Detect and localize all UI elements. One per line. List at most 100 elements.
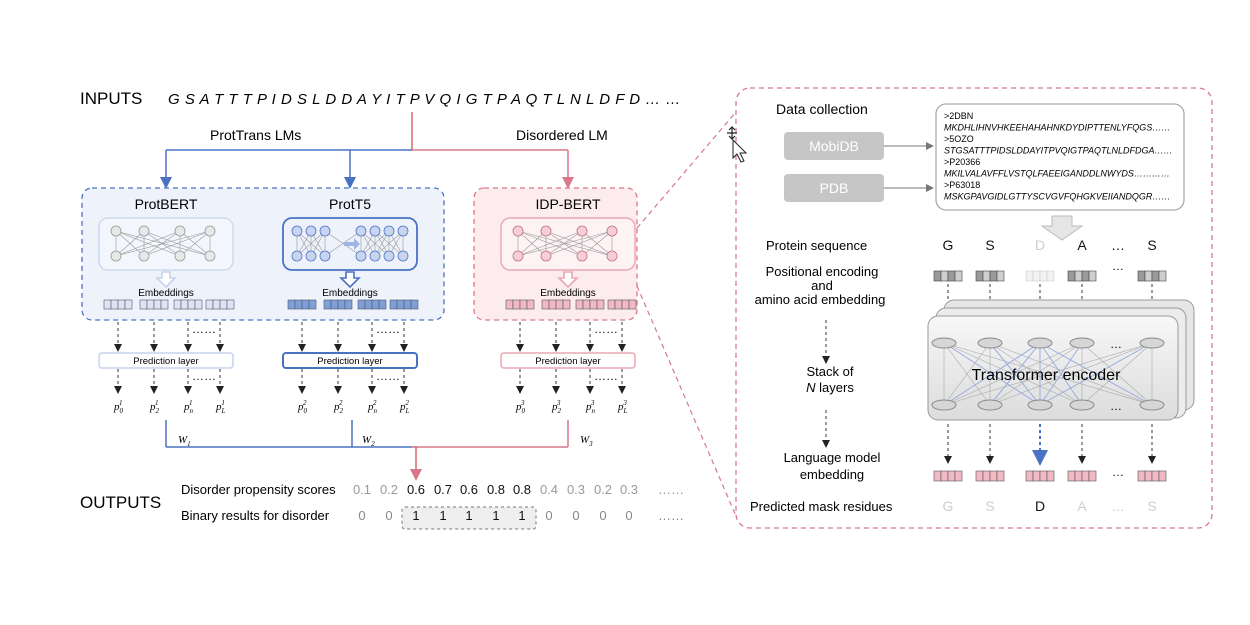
embeddings-label: Embeddings	[540, 288, 596, 299]
network-graph	[512, 225, 618, 262]
prottrans-label: ProtTrans LMs	[210, 127, 301, 143]
encoder-node	[1139, 399, 1165, 411]
score-value: 0.6	[407, 482, 425, 497]
score-value: 0.4	[540, 482, 558, 497]
score-value: 0.2	[594, 482, 612, 497]
fasta-sequence: MKILVALAVFFLVSTQLFAEEIGANDDLNWYDS…………	[944, 169, 1170, 179]
mouse-cursor-icon	[727, 126, 748, 163]
encoder-node	[1027, 337, 1053, 349]
ensemble-lines	[165, 420, 569, 481]
source-pdb: PDB	[784, 174, 884, 202]
predicted-residue: …	[1111, 498, 1125, 514]
protein-residue: S	[985, 237, 994, 253]
binary-value: 0	[545, 508, 552, 523]
encoder-node	[977, 337, 1003, 349]
mobidb-label: MobiDB	[809, 138, 859, 154]
embedding-token	[541, 299, 571, 310]
embedding-token	[323, 299, 353, 310]
encoder-node	[931, 399, 957, 411]
ellipsis: …	[1112, 259, 1124, 273]
network-node	[606, 250, 618, 262]
fasta-header: >P20366	[944, 157, 980, 167]
binary-value: 1	[492, 508, 499, 523]
predicted-residue: S	[985, 498, 994, 514]
data-collection-label: Data collection	[776, 101, 868, 117]
detail-panel	[735, 87, 1213, 529]
fasta-header: >5OZO	[944, 134, 974, 144]
network-node	[540, 225, 552, 237]
protein-residue: D	[1035, 237, 1045, 253]
prob-output: pL1	[215, 399, 226, 415]
ellipsis: …	[1112, 465, 1124, 479]
network-node	[397, 250, 409, 262]
binary-label: Binary results for disorder	[181, 508, 330, 523]
positional-token	[975, 270, 1005, 282]
disordered-region-box	[401, 506, 537, 530]
score-value: 0.8	[513, 482, 531, 497]
network-node	[110, 250, 122, 262]
binary-value: 1	[465, 508, 472, 523]
encoder-node	[1027, 399, 1053, 411]
scores-label: Disorder propensity scores	[181, 482, 336, 497]
fasta-header: >2DBN	[944, 111, 973, 121]
binary-value: 0	[625, 508, 632, 523]
binary-value: 0	[358, 508, 365, 523]
protein-sequence-label: Protein sequence	[766, 238, 867, 253]
pos-enc-label-2: and	[811, 278, 833, 293]
fasta-header: >P63018	[944, 180, 980, 190]
prediction-layer	[282, 352, 418, 369]
score-value: 0.8	[487, 482, 505, 497]
lm-embedding-token	[933, 470, 963, 482]
weight-label: W1	[178, 434, 191, 448]
branch-connectors	[160, 112, 574, 189]
network-node	[355, 250, 367, 262]
embedding-token	[505, 299, 535, 310]
score-value: 0.3	[567, 482, 585, 497]
prob-output: pn3	[585, 399, 596, 415]
lm-embed-label-2: embedding	[800, 467, 864, 482]
score-value: ……	[658, 482, 684, 497]
prediction-layer-label: Prediction layer	[317, 356, 382, 367]
network-node	[355, 225, 367, 237]
fasta-sequence: STGSATTTPIDSLDDAYITPVQIGTPAQTLNLDFDGA……	[944, 146, 1173, 156]
outputs-label: OUTPUTS	[80, 493, 161, 512]
embedding-token	[287, 299, 317, 310]
network-node	[383, 250, 395, 262]
network-node	[606, 225, 618, 237]
network-node	[397, 225, 409, 237]
protein-residue: A	[1077, 237, 1087, 253]
prob-output: p21	[149, 399, 160, 415]
ellipsis: …	[1110, 399, 1122, 413]
network-node	[369, 225, 381, 237]
ellipsis: ……	[376, 369, 400, 383]
embedding-token	[139, 299, 169, 310]
network-node	[319, 250, 331, 262]
encoder-node	[1139, 337, 1165, 349]
fasta-sequence: MSKGPAVGIDLGTTYSCVGVFQHGKVEIIANDQGR……	[944, 192, 1170, 202]
pdb-label: PDB	[820, 180, 849, 196]
input-sequence: G S A T T T P I D S L D D A Y I T P V Q …	[168, 91, 681, 108]
encoder-node	[1069, 337, 1095, 349]
network-graph	[291, 225, 409, 262]
prob-output: p01	[113, 399, 124, 415]
score-value: 0.1	[353, 482, 371, 497]
encoder-node	[1069, 399, 1095, 411]
predicted-residue: A	[1077, 498, 1087, 514]
network-node	[576, 225, 588, 237]
ellipsis: ……	[376, 322, 400, 336]
weight-label: W3	[580, 434, 593, 448]
ellipsis: ……	[192, 322, 216, 336]
prob-output: p02	[297, 399, 308, 415]
binary-value: 0	[385, 508, 392, 523]
positional-token	[1137, 270, 1167, 282]
prob-output: p03	[515, 399, 526, 415]
zoom-line-bottom	[636, 285, 737, 517]
embedding-token	[103, 299, 133, 310]
network-node	[383, 225, 395, 237]
score-value: 0.2	[380, 482, 398, 497]
network-node	[576, 250, 588, 262]
network-node	[512, 250, 524, 262]
lm-embedding-token	[1137, 470, 1167, 482]
